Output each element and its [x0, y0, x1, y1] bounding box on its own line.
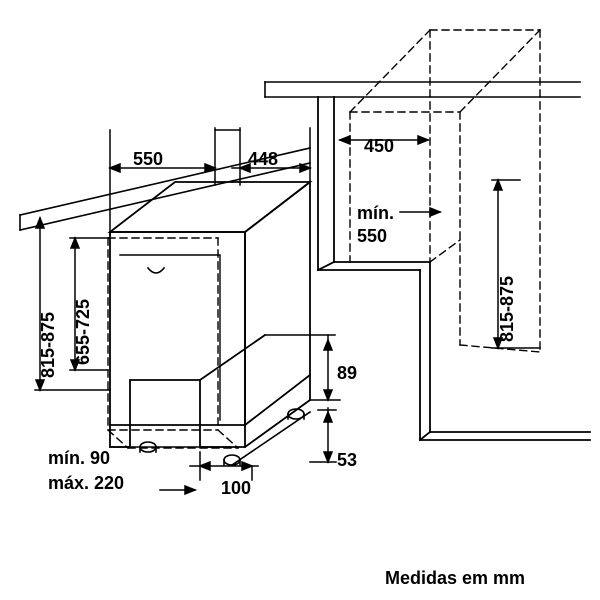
footer-note-measures: Medidas em mm: [385, 568, 526, 588]
dim-448-depth: [214, 127, 313, 186]
dim-815-875-left: [34, 215, 111, 393]
door-handle: [146, 266, 166, 274]
door-outline: [119, 254, 221, 421]
appliance-body: [107, 180, 313, 427]
label-height-815-875-right: 815-875: [497, 275, 517, 342]
dim-815-875-right: [491, 177, 541, 351]
label-niche-min-value: 550: [357, 226, 388, 246]
label-door-max-220: máx. 220: [48, 473, 125, 493]
right-wall-lines: [264, 81, 581, 98]
label-width-550: 550: [133, 149, 164, 169]
label-height-815-875-left: 815-875: [38, 311, 58, 378]
label-base-53: 53: [337, 450, 358, 470]
right-niche-dashed: [349, 29, 541, 353]
dim-100: [189, 451, 259, 481]
dim-min-550: [399, 206, 443, 218]
label-depth-448: 448: [248, 149, 279, 169]
niche-outline-dashed: [107, 237, 239, 449]
label-niche-min-word: mín.: [357, 203, 395, 223]
label-base-100: 100: [221, 478, 252, 498]
label-door-min-90: mín. 90: [48, 448, 111, 468]
appliance-feet: [109, 408, 312, 467]
dim-550-width: [107, 127, 218, 236]
label-base-89: 89: [337, 363, 358, 383]
dim-655-725: [69, 235, 111, 373]
label-height-655-725: 655-725: [73, 298, 93, 365]
dim-450: [337, 134, 431, 146]
right-cabinet: [316, 96, 591, 442]
dim-door-clearance: [159, 484, 198, 496]
dim-53: [309, 407, 337, 465]
label-niche-450: 450: [364, 136, 395, 156]
dim-89: [264, 334, 341, 403]
left-wall-lines: [19, 147, 311, 231]
